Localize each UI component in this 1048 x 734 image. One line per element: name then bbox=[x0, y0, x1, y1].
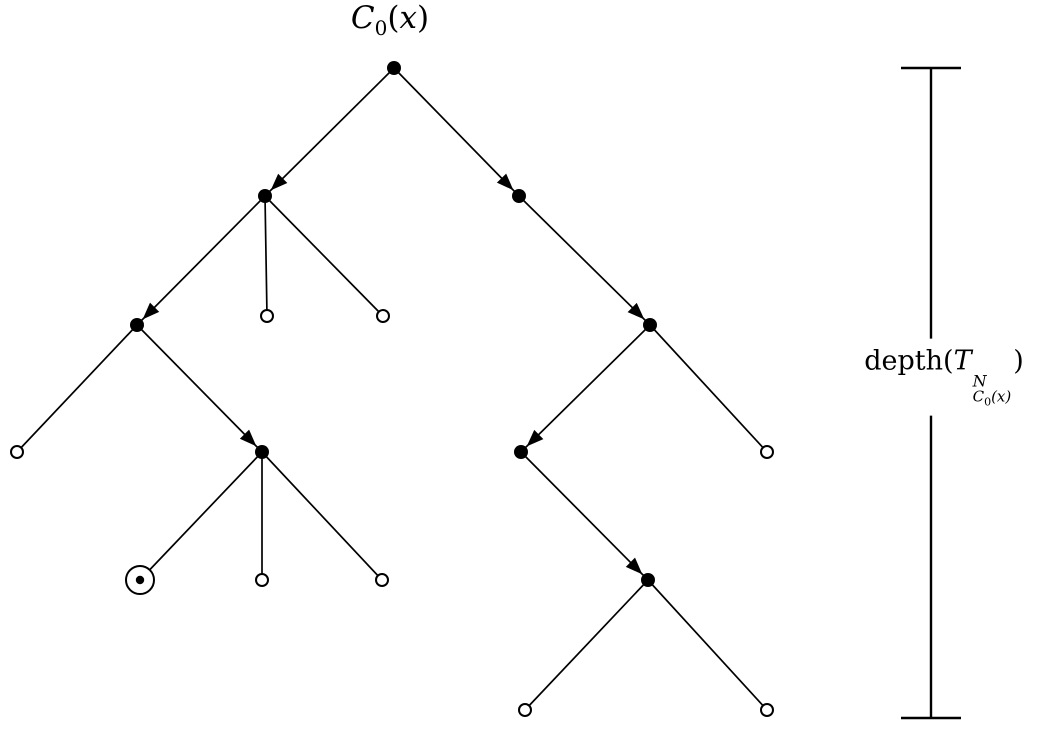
tree-edge bbox=[520, 324, 651, 453]
tree-node-hollow bbox=[10, 445, 24, 459]
tree-edge bbox=[264, 195, 268, 317]
tree-edge bbox=[136, 195, 266, 326]
tree-edge bbox=[264, 67, 395, 197]
tree-node-filled bbox=[387, 61, 401, 75]
tree-edge bbox=[261, 451, 383, 581]
tree-symbol-superscript: N bbox=[972, 371, 987, 391]
tree-node-filled bbox=[255, 445, 269, 459]
tree-node-circled-dot bbox=[135, 575, 145, 585]
subscript-index: 0 bbox=[984, 395, 992, 409]
root-node-label: C0(x) bbox=[351, 1, 429, 39]
tree-edge bbox=[647, 579, 768, 711]
edge-arrowhead bbox=[526, 429, 544, 447]
tree-symbol: T bbox=[953, 345, 972, 377]
edge-arrowhead bbox=[496, 173, 514, 191]
tree-edge bbox=[136, 324, 263, 453]
tree-edge bbox=[264, 195, 384, 317]
tree-edge bbox=[518, 195, 651, 326]
root-label-close-paren: ) bbox=[416, 0, 430, 36]
tree-node-hollow bbox=[260, 309, 274, 323]
tree-node-filled bbox=[514, 445, 528, 459]
tree-node-filled bbox=[643, 318, 657, 332]
edge-arrowhead bbox=[627, 302, 645, 320]
root-label-open-paren: ( bbox=[387, 0, 400, 36]
tree-edge bbox=[139, 451, 263, 581]
tree-node-filled bbox=[512, 189, 526, 203]
tree-node-filled bbox=[130, 318, 144, 332]
tree-node-hollow bbox=[760, 703, 774, 717]
tree-edge bbox=[16, 324, 138, 453]
edge-arrowhead bbox=[142, 302, 160, 320]
depth-function-name: depth bbox=[864, 345, 944, 377]
tree-node-filled bbox=[641, 573, 655, 587]
edge-arrowhead bbox=[239, 429, 257, 447]
depth-close-paren: ) bbox=[1013, 345, 1024, 377]
root-label-subscript: 0 bbox=[374, 16, 388, 41]
edge-arrowhead bbox=[270, 173, 288, 191]
tree-node-hollow bbox=[376, 309, 390, 323]
tree-edge bbox=[524, 579, 649, 711]
tree-node-filled bbox=[258, 189, 272, 203]
tree-edge bbox=[520, 451, 649, 581]
tree-edge bbox=[393, 67, 520, 197]
subscript-argument: (x) bbox=[991, 387, 1012, 406]
root-label-variable: C bbox=[350, 0, 375, 36]
tree-node-hollow bbox=[255, 573, 269, 587]
tree-node-hollow bbox=[375, 573, 389, 587]
tree-edge bbox=[649, 324, 768, 453]
subscript-variable: C bbox=[972, 387, 985, 406]
root-label-argument: x bbox=[399, 0, 417, 36]
tree-symbol-subscript: C0(x) bbox=[972, 387, 1012, 409]
tree-node-hollow bbox=[518, 703, 532, 717]
edge-arrowhead bbox=[625, 557, 643, 575]
depth-open-paren: ( bbox=[943, 345, 954, 377]
tree-node-hollow bbox=[760, 445, 774, 459]
